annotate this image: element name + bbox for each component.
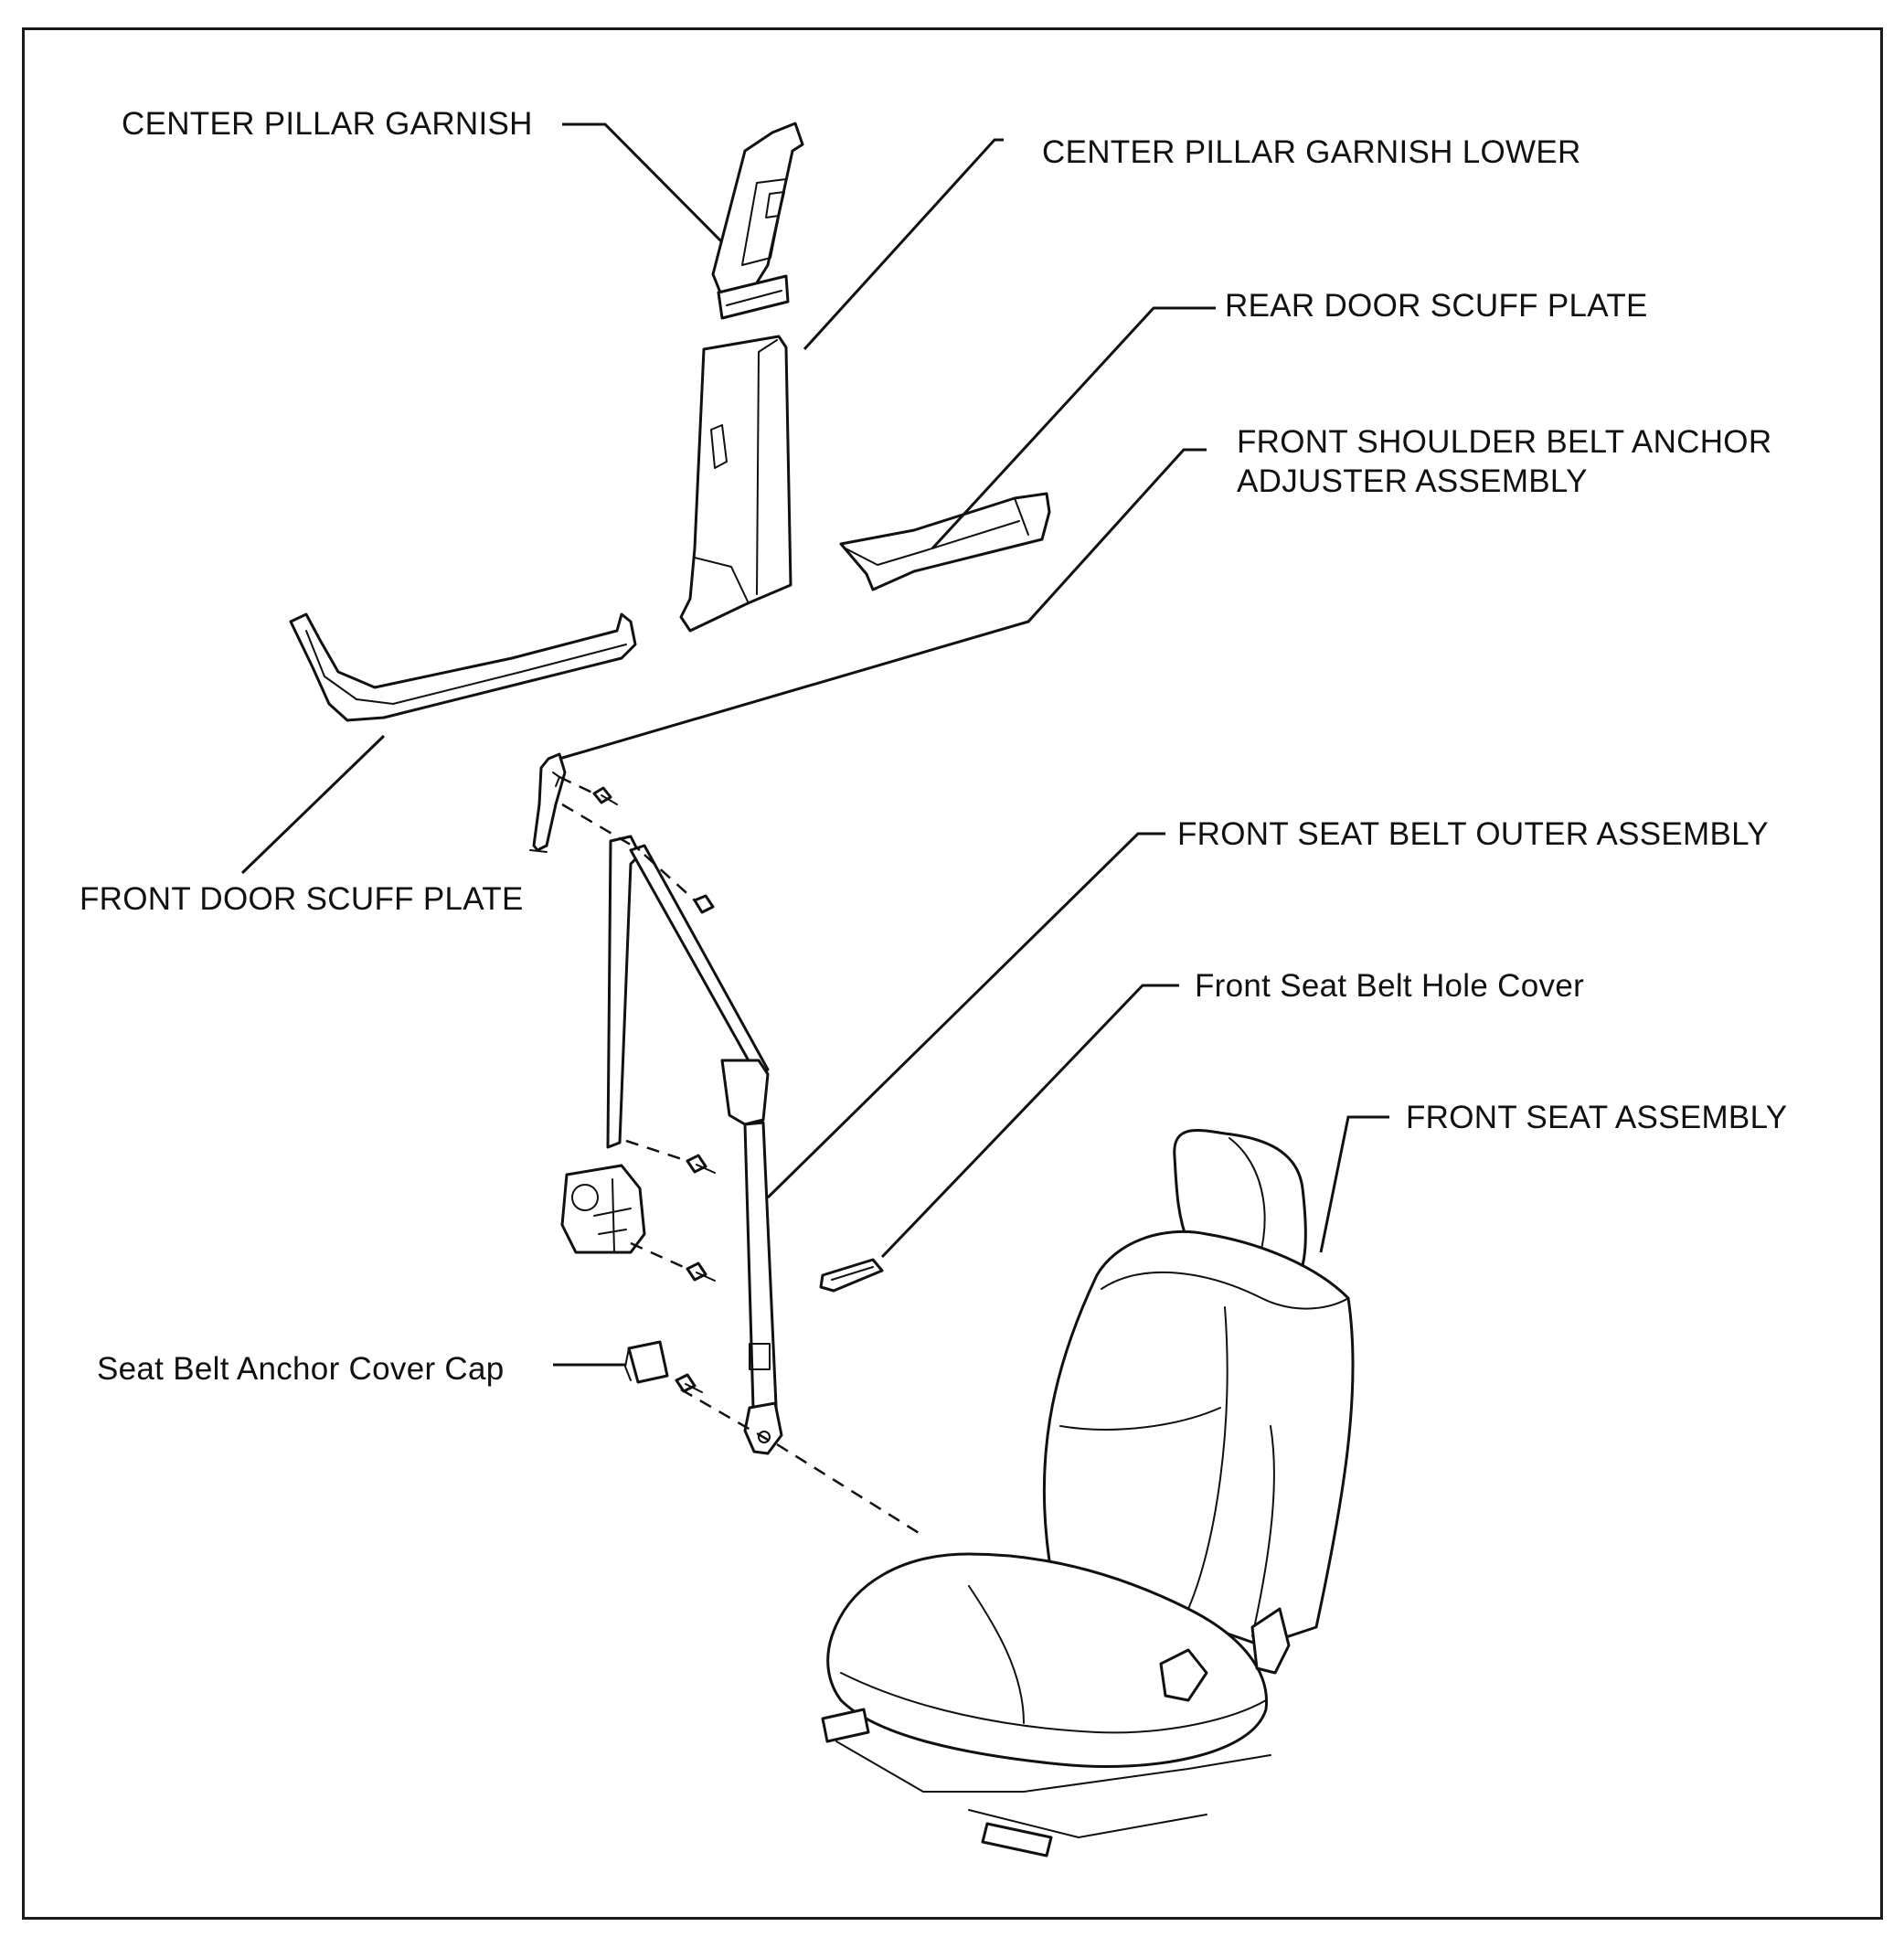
- label-front-shoulder-belt-anchor-line2: ADJUSTER ASSEMBLY: [1237, 463, 1588, 499]
- seat-belt-anchor-cover-cap-part: [624, 1340, 669, 1384]
- diagram-frame: [22, 27, 1883, 1920]
- label-front-door-scuff-plate: FRONT DOOR SCUFF PLATE: [80, 881, 524, 917]
- label-rear-door-scuff-plate: REAR DOOR SCUFF PLATE: [1225, 288, 1648, 324]
- rear-door-scuff-plate-part: [839, 492, 1051, 591]
- bolt-upper: [592, 786, 618, 805]
- label-front-shoulder-belt-anchor-line1: FRONT SHOULDER BELT ANCHOR: [1237, 424, 1772, 460]
- assembly-dashed-lines: [558, 775, 924, 1538]
- bolts-middle: [675, 1154, 716, 1393]
- label-front-seat-belt-outer-assembly: FRONT SEAT BELT OUTER ASSEMBLY: [1177, 816, 1769, 852]
- seat-belt-webbing: [606, 835, 783, 1455]
- front-seat-belt-hole-cover-part: [819, 1258, 884, 1293]
- center-pillar-garnish-lower-part: [679, 335, 792, 633]
- leader-lines: [240, 122, 1389, 1367]
- front-door-scuff-plate-part: [289, 612, 637, 722]
- label-front-seat-belt-hole-cover: Front Seat Belt Hole Cover: [1195, 968, 1585, 1004]
- seat-belt-retractor: [560, 1164, 646, 1254]
- label-seat-belt-anchor-cover-cap: Seat Belt Anchor Cover Cap: [97, 1351, 505, 1387]
- nut-upper: [693, 894, 715, 914]
- front-seat-assembly-part: [821, 1129, 1355, 1858]
- center-pillar-garnish-part: [711, 122, 804, 320]
- label-center-pillar-garnish: CENTER PILLAR GARNISH: [122, 106, 533, 142]
- label-front-seat-assembly: FRONT SEAT ASSEMBLY: [1406, 1100, 1788, 1135]
- label-center-pillar-garnish-lower: CENTER PILLAR GARNISH LOWER: [1042, 134, 1581, 170]
- shoulder-belt-anchor-adjuster-part: [529, 752, 567, 853]
